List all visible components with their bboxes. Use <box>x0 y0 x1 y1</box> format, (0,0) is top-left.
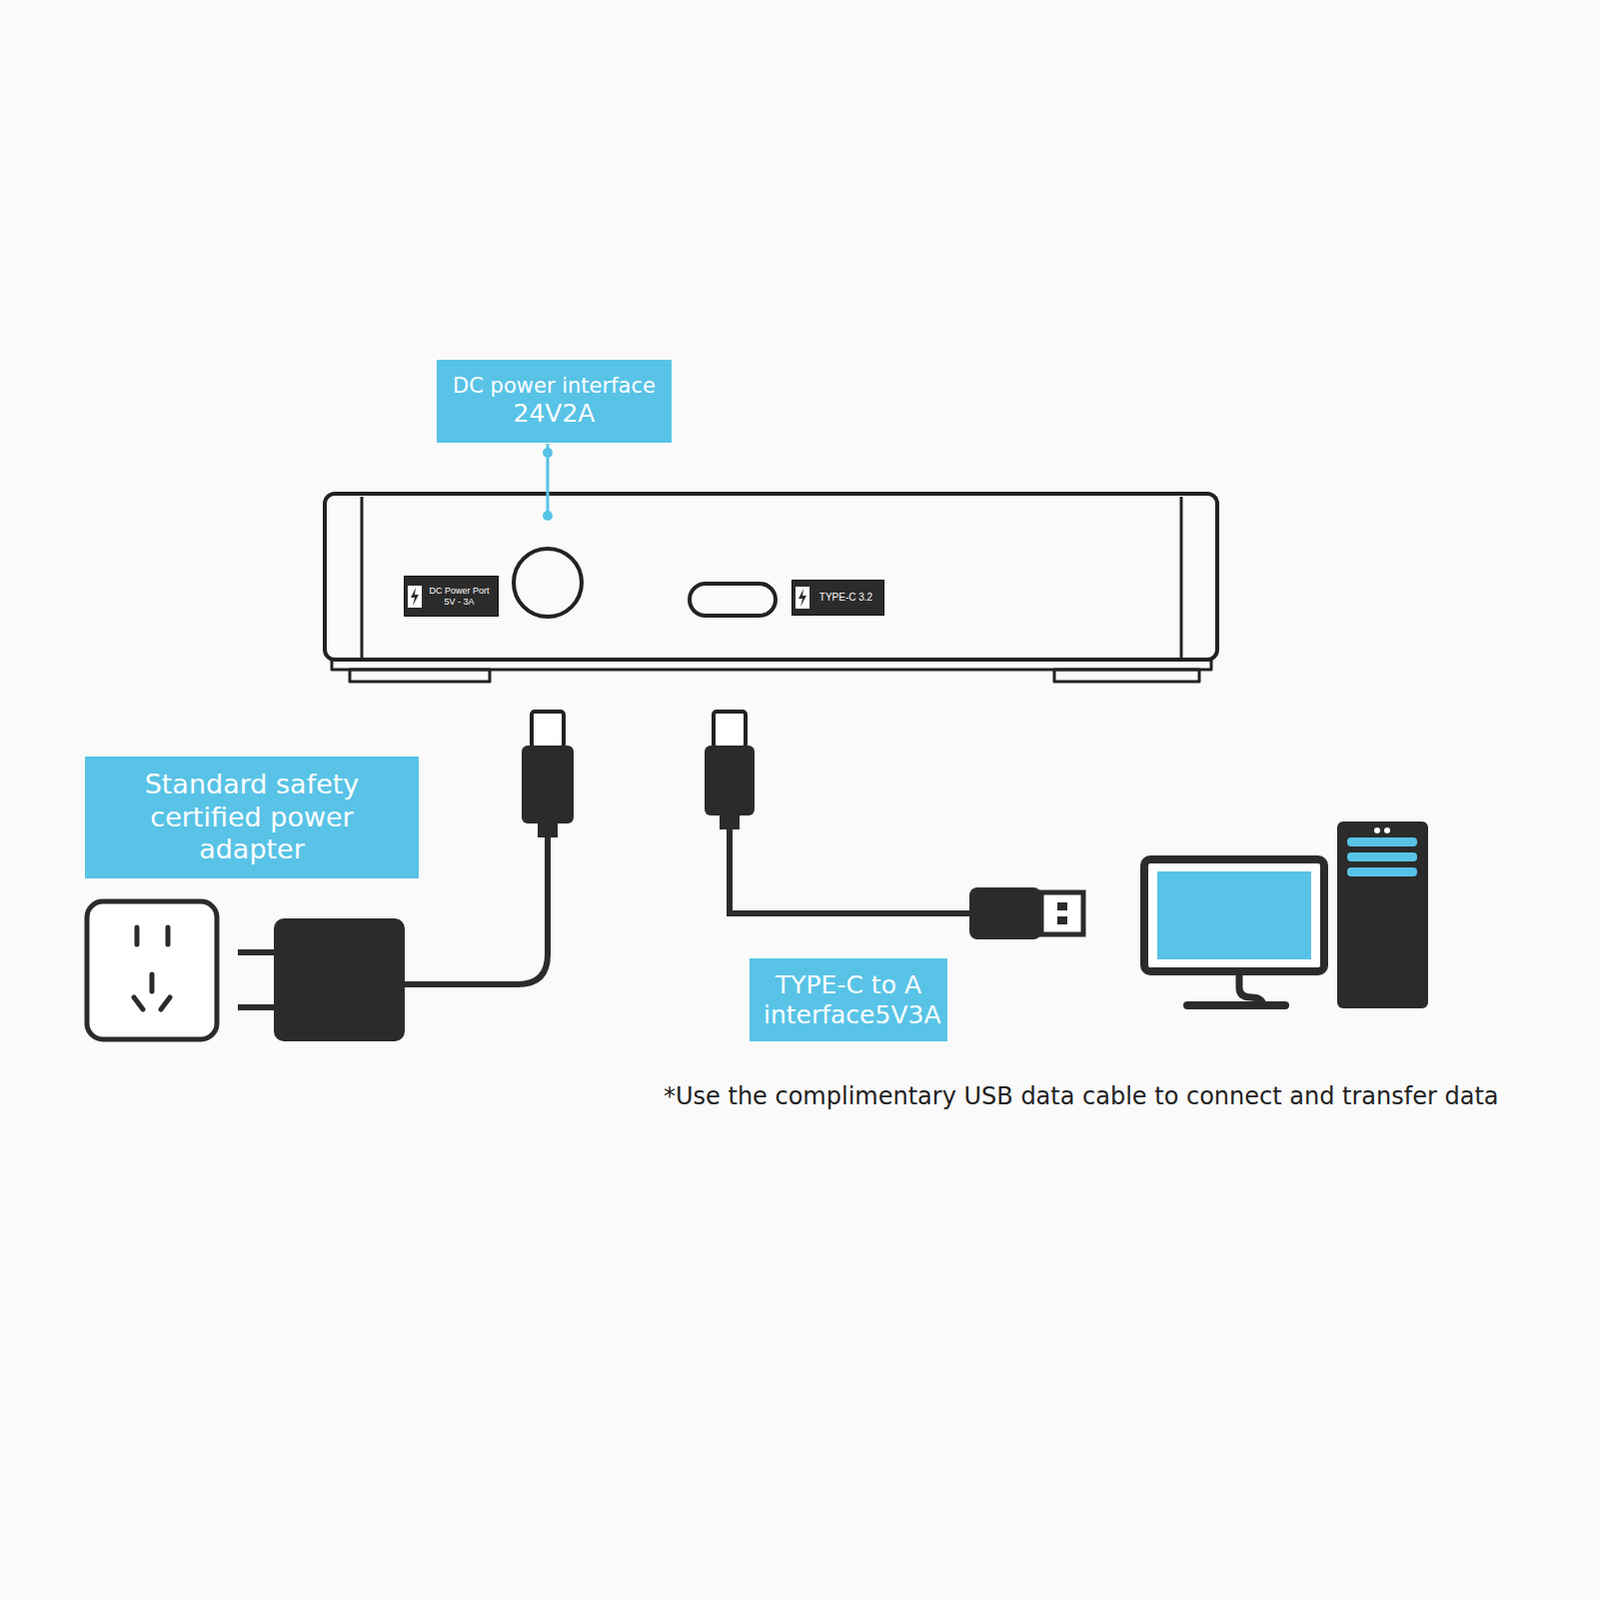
callout-box: TYPE-C to A interface5V3A <box>749 958 948 1042</box>
callout-text: 24V2A <box>513 398 596 429</box>
port-label: TYPE-C 3.2 <box>791 579 885 616</box>
callout-text: TYPE-C 3.2 <box>819 591 873 604</box>
housing-edge <box>360 496 364 658</box>
bolt-icon <box>407 585 422 608</box>
wall-outlet <box>86 901 217 1040</box>
callout-box: DC power interface24V2A <box>436 359 672 443</box>
footnote: *Use the complimentary USB data cable to… <box>663 1082 1500 1111</box>
callout-text: Standard safety certified power adapter <box>101 768 402 866</box>
device-foot <box>1054 669 1200 682</box>
leader-dot <box>542 447 553 458</box>
device-housing <box>324 493 1218 660</box>
power-adapter <box>273 918 405 1042</box>
callout-text: 5V - 3A <box>443 596 474 608</box>
leader-dot <box>542 510 553 521</box>
dc-port <box>513 548 582 617</box>
port-label: DC Power Port5V - 3A <box>403 575 499 617</box>
callout-text: DC Power Port <box>428 585 489 597</box>
housing-edge <box>1180 496 1184 658</box>
usb-data-cable <box>704 711 1084 940</box>
bolt-icon <box>795 586 810 609</box>
power-cable <box>404 711 574 985</box>
device-foot <box>349 669 490 682</box>
callout-text: DC power interface <box>452 373 656 399</box>
callout-box: Standard safety certified power adapter <box>84 756 419 879</box>
adapter-prongs <box>237 952 274 1008</box>
typec-port <box>689 583 776 616</box>
callout-text: TYPE-C to A interface5V3A <box>763 970 934 1031</box>
computer-icon <box>1144 821 1429 1009</box>
